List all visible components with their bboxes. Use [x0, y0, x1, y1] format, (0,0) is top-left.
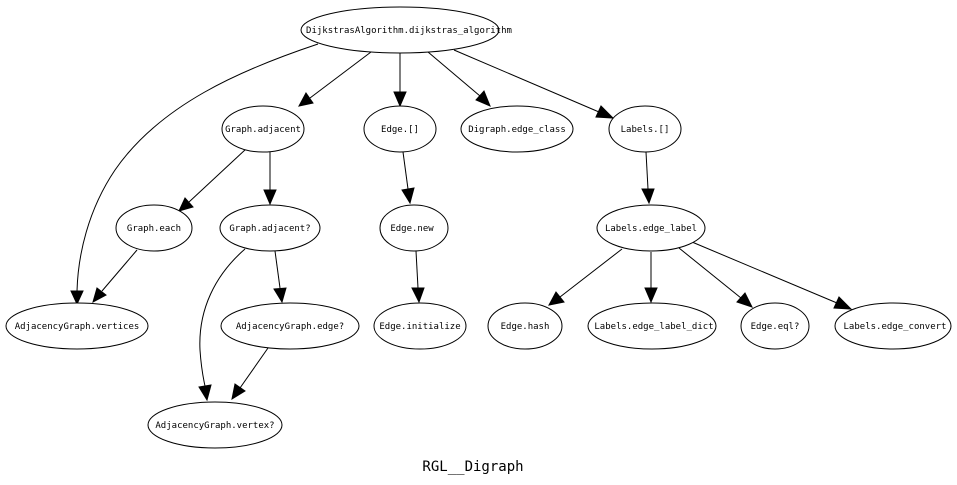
node-label: Graph.each [127, 224, 181, 234]
edge-dijkstra-to-graph-adjacent [298, 51, 372, 107]
edge-labels-edge-label-to-edge-hash [548, 248, 623, 306]
edge-dijkstra-to-digraph-edge-class [427, 51, 491, 107]
edge-graph-adjacent-q-to-adj-edge-q [273, 250, 287, 304]
edge-graph-adjacent-q-to-adj-vertex-q [198, 248, 246, 402]
edge-graph-adjacent-to-graph-adjacent-q [263, 152, 277, 206]
node-graph-adjacent-q[interactable]: Graph.adjacent? [219, 204, 321, 252]
node-label: Digraph.edge_class [468, 125, 566, 135]
node-digraph-edge-class[interactable]: Digraph.edge_class [460, 105, 574, 153]
node-label: Edge.initialize [379, 322, 460, 332]
node-label: Labels.[] [621, 125, 670, 135]
node-label: Labels.edge_label [605, 224, 697, 234]
node-labels-edge-convert[interactable]: Labels.edge_convert [834, 302, 952, 350]
edge-graph-adjacent-to-graph-each [178, 148, 247, 212]
node-edge-eql-q[interactable]: Edge.eql? [740, 302, 810, 350]
node-label: AdjacencyGraph.edge? [236, 322, 344, 332]
node-label: Graph.adjacent [225, 125, 301, 135]
node-labels-edge-label-dict[interactable]: Labels.edge_label_dict [587, 302, 717, 350]
node-label: AdjacencyGraph.vertex? [155, 421, 274, 431]
edge-labels-index-to-labels-edge-label [641, 151, 655, 205]
edge-edge-index-to-edge-new [401, 151, 415, 205]
node-label: Edge.eql? [751, 322, 800, 332]
nodes-layer: DijkstrasAlgorithm.dijkstras_algorithm G… [5, 6, 952, 449]
node-label: Edge.new [390, 224, 434, 234]
edges-layer [70, 43, 853, 402]
node-edge-new[interactable]: Edge.new [379, 204, 449, 252]
edge-edge-new-to-edge-initialize [411, 250, 425, 304]
node-adjacency-graph-vertices[interactable]: AdjacencyGraph.vertices [5, 302, 149, 350]
edge-adj-edge-q-to-adj-vertex-q [231, 347, 269, 401]
edge-graph-each-to-adj-vertices [92, 249, 138, 304]
node-label: Labels.edge_label_dict [594, 322, 713, 332]
node-edge-index[interactable]: Edge.[] [363, 105, 437, 153]
edge-labels-edge-label-to-labels-edge-convert [691, 241, 853, 310]
node-label: Graph.adjacent? [229, 224, 310, 234]
node-label: Edge.[] [381, 125, 419, 135]
node-graph-adjacent[interactable]: Graph.adjacent [221, 105, 305, 153]
node-edge-hash[interactable]: Edge.hash [487, 302, 563, 350]
edge-dijkstra-to-labels-index [453, 49, 615, 119]
node-labels-index[interactable]: Labels.[] [608, 105, 682, 153]
node-dijkstras-algorithm[interactable]: DijkstrasAlgorithm.dijkstras_algorithm [300, 6, 512, 54]
edge-dijkstra-to-edge-index [393, 52, 407, 108]
node-label: Labels.edge_convert [844, 322, 947, 332]
edge-labels-edge-label-to-labels-edge-label-dict [644, 252, 658, 304]
node-edge-initialize[interactable]: Edge.initialize [373, 302, 467, 350]
node-adjacency-graph-vertex-q[interactable]: AdjacencyGraph.vertex? [147, 401, 283, 449]
node-adjacency-graph-edge-q[interactable]: AdjacencyGraph.edge? [220, 302, 360, 350]
edge-dijkstra-to-adj-vertices [70, 43, 319, 306]
edge-labels-edge-label-to-edge-eql-q [678, 247, 753, 308]
node-label: AdjacencyGraph.vertices [15, 322, 140, 332]
node-graph-each[interactable]: Graph.each [115, 204, 193, 252]
graph-title: RGL__Digraph [422, 459, 523, 475]
node-label: DijkstrasAlgorithm.dijkstras_algorithm [306, 26, 512, 36]
node-labels-edge-label[interactable]: Labels.edge_label [596, 204, 706, 252]
node-label: Edge.hash [501, 322, 550, 332]
